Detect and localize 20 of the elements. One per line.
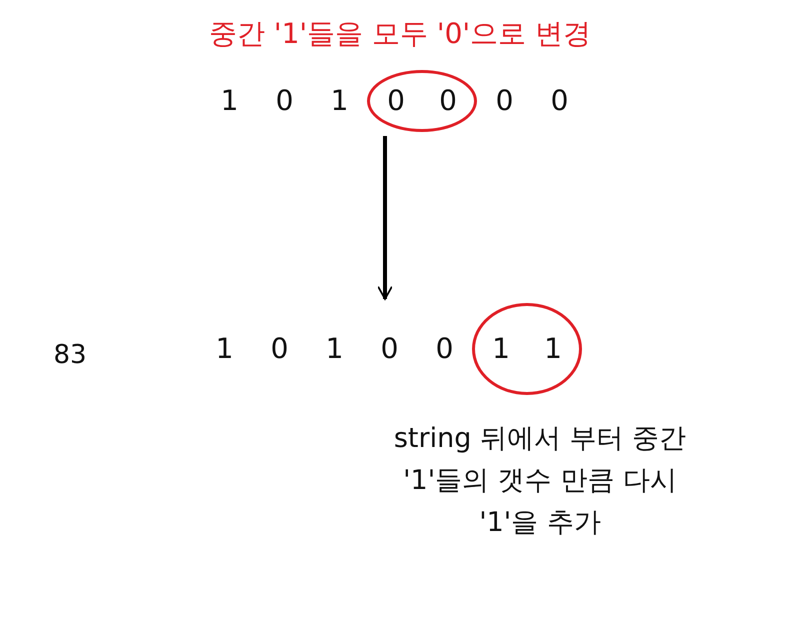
digit: 1 [330,84,350,118]
highlight-ellipse [367,70,477,132]
note-text: string 뒤에서 부터 중간 '1'들의 갯수 만큼 다시 '1'을 추가 [392,422,688,540]
number-label: 83 [52,339,88,372]
arrow [377,136,393,300]
digit: 1 [324,332,344,366]
digit: 0 [438,84,458,118]
digit: 0 [274,84,294,118]
digit: 1 [214,332,234,366]
highlight-ellipse [472,303,582,395]
digit: 0 [434,332,454,366]
digit: 0 [386,84,406,118]
annotation-text: 중간 '1'들을 모두 '0'으로 변경 [208,16,592,52]
digit: 0 [550,84,570,118]
digit: 1 [543,332,563,366]
digit: 0 [270,332,290,366]
digit: 1 [491,332,511,366]
digit: 0 [380,332,400,366]
digit: 1 [220,84,240,118]
digit: 0 [494,84,514,118]
